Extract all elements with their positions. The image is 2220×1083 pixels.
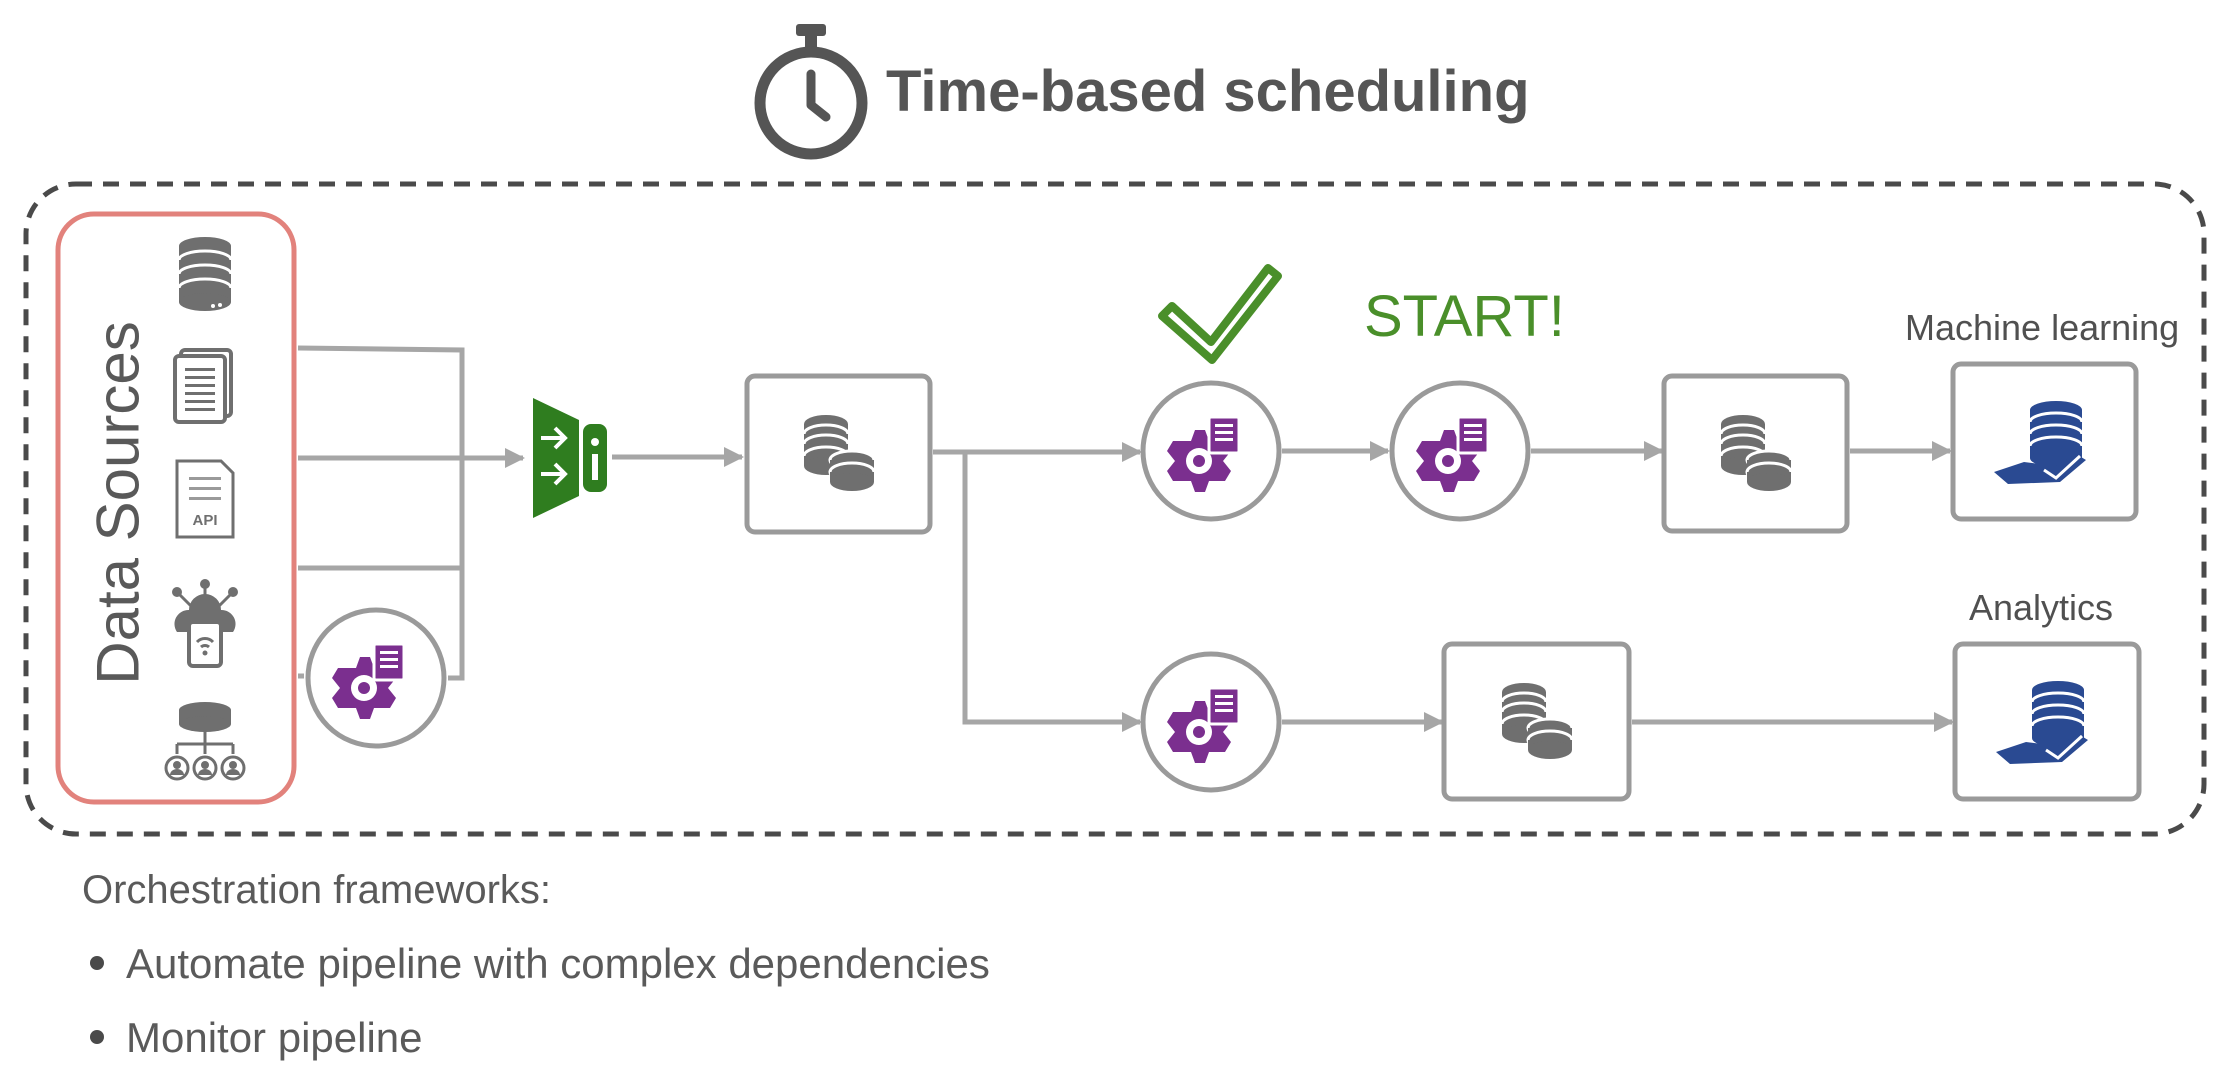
storage-node-2 xyxy=(1661,373,1850,534)
api-badge: API xyxy=(192,512,217,529)
data-sources-label: Data Sources xyxy=(84,321,152,685)
notes-item-text: Automate pipeline with complex dependenc… xyxy=(126,940,990,987)
analytics-label: Analytics xyxy=(1969,587,2114,628)
task-node-source xyxy=(305,607,447,749)
document-icon xyxy=(173,348,233,424)
notes-item: Monitor pipeline xyxy=(90,1014,423,1062)
storage-node-3 xyxy=(1441,641,1632,802)
bullet-icon xyxy=(90,955,104,970)
stopwatch-icon xyxy=(754,24,868,160)
start-label: START! xyxy=(1364,284,1565,349)
iot-cloud-icon xyxy=(172,579,238,668)
storage-node-1 xyxy=(744,373,933,535)
analytics-output-node xyxy=(1952,641,2142,802)
page-title: Time-based scheduling xyxy=(886,59,1530,124)
orchestration-frame xyxy=(23,181,2207,837)
bullet-icon xyxy=(90,1029,104,1044)
task-node-top-1 xyxy=(1140,380,1282,522)
source-connectors xyxy=(297,345,1954,732)
notes-heading: Orchestration frameworks: xyxy=(82,868,552,912)
ml-output-node xyxy=(1950,361,2139,522)
user-network-icon xyxy=(164,702,246,781)
task-node-bottom xyxy=(1140,651,1282,793)
api-document-icon: API xyxy=(175,459,235,539)
database-icon xyxy=(177,237,233,311)
notes-item: Automate pipeline with complex dependenc… xyxy=(90,940,990,988)
task-node-top-2 xyxy=(1389,380,1531,522)
notes-item-text: Monitor pipeline xyxy=(126,1014,423,1061)
check-icon xyxy=(1158,264,1282,364)
ingest-filter-icon xyxy=(533,398,607,518)
machine-learning-label: Machine learning xyxy=(1905,307,2180,348)
